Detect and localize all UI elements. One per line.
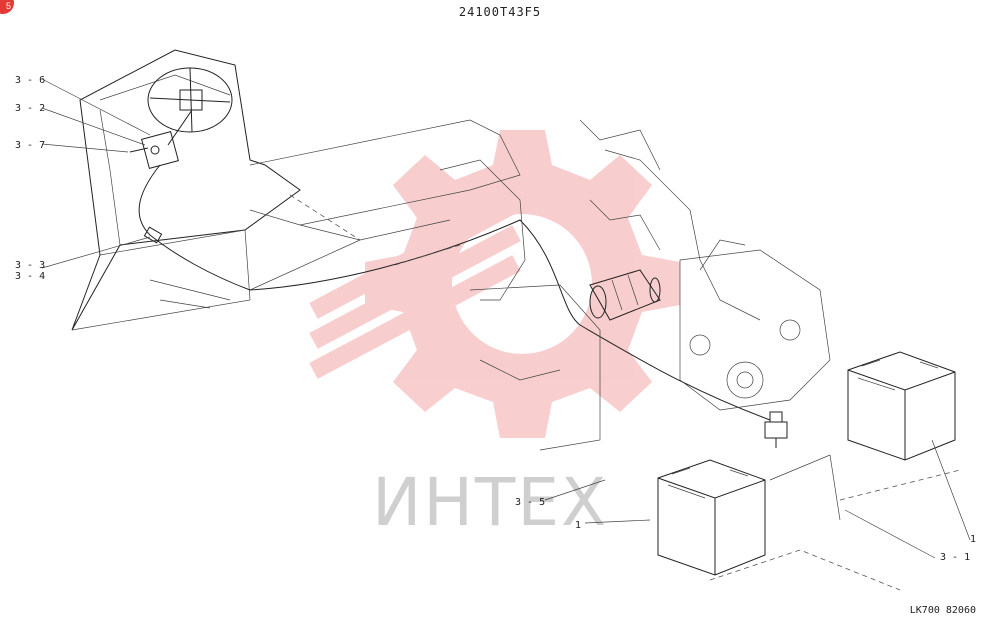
tray-bracket <box>769 454 841 521</box>
drawing-code: LK700 82060 <box>909 605 976 616</box>
battery-tray <box>709 469 961 591</box>
callout-leaders <box>41 78 971 559</box>
floor-plate <box>249 119 521 291</box>
battery-relay <box>764 411 788 448</box>
steering-wheel <box>147 67 233 146</box>
callout-1-center: 1 <box>575 520 581 531</box>
chassis-frame <box>394 119 761 451</box>
watermark-text: ИНТЕХ <box>372 464 608 541</box>
callout-3-6: 3 - 6 <box>15 75 45 86</box>
wiring-harness <box>138 164 251 291</box>
connector <box>143 226 163 244</box>
callout-3-4: 3 - 4 <box>15 271 45 282</box>
callout-3-1: 3 - 1 <box>940 552 970 563</box>
operator-cab-outline <box>71 49 301 331</box>
battery-left <box>657 459 766 576</box>
watermark-gear-icon <box>309 130 680 438</box>
engine-block <box>679 239 831 411</box>
callout-3-2: 3 - 2 <box>15 103 45 114</box>
callout-3-7: 3 - 7 <box>15 140 45 151</box>
drawing-number: 24100T43F5 <box>458 5 542 19</box>
callout-3-5: 3 - 5 <box>515 497 545 508</box>
main-cable <box>249 219 771 421</box>
callout-1-right: 1 <box>970 534 976 545</box>
corner-badge-icon: 5 <box>0 0 14 14</box>
starter-motor <box>589 269 661 321</box>
callout-3-3: 3 - 3 <box>15 260 45 271</box>
battery-right <box>847 351 956 461</box>
column-switch <box>129 131 179 169</box>
